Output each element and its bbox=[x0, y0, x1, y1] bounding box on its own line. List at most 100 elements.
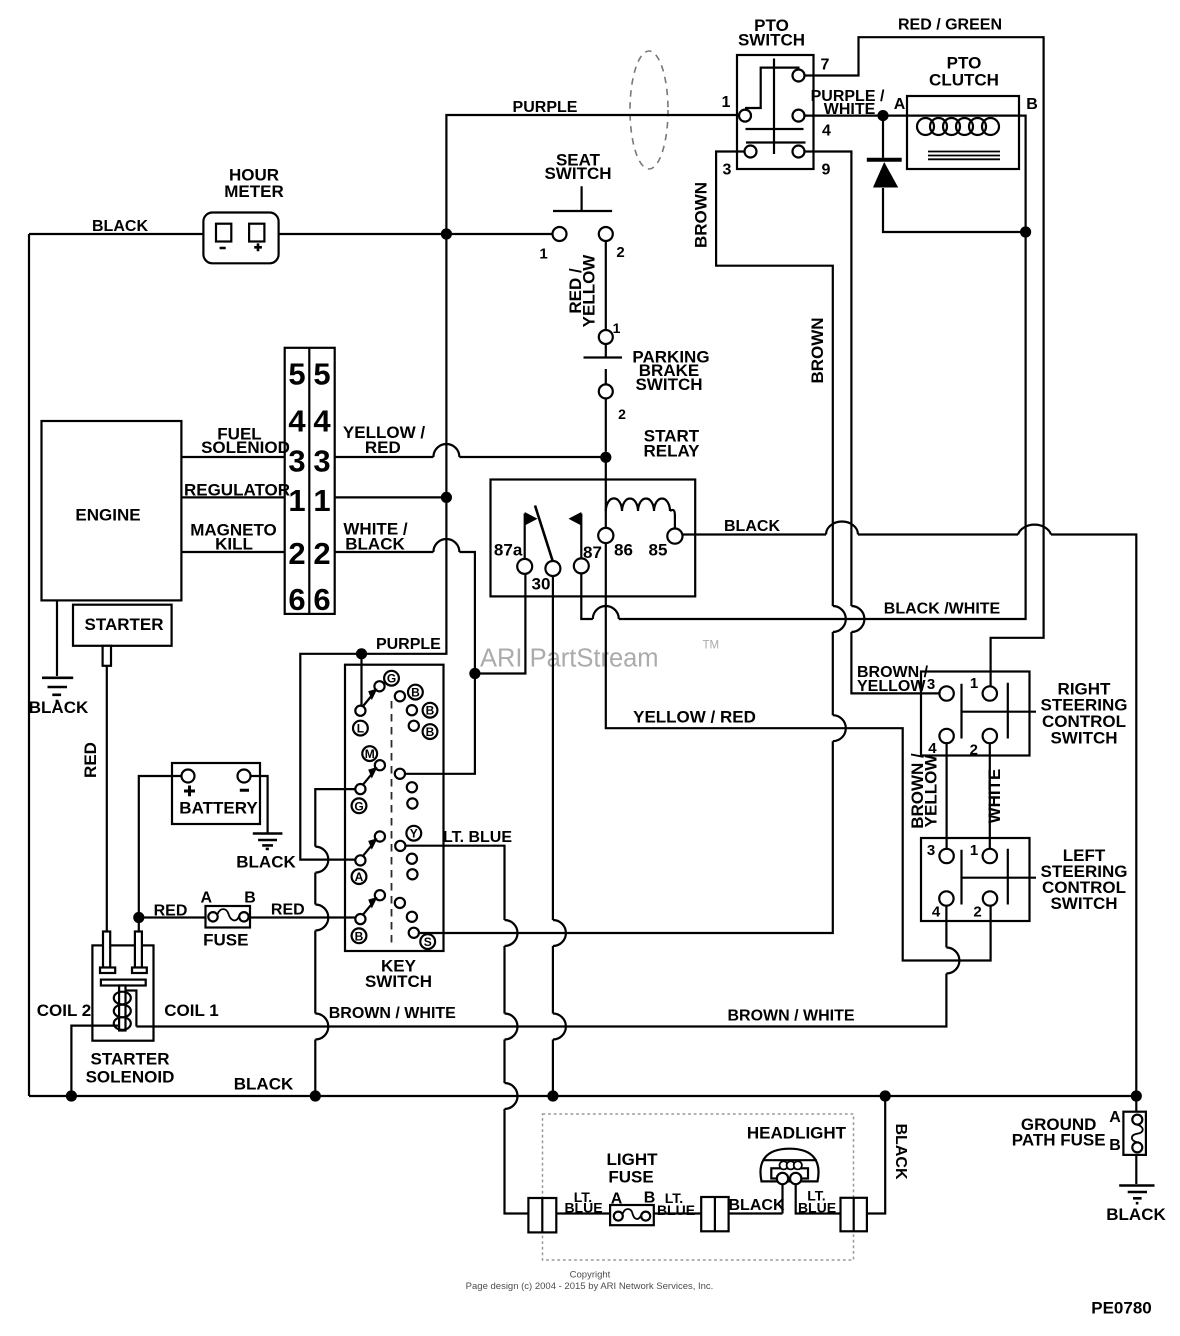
svg-text:2: 2 bbox=[616, 244, 624, 261]
svg-text:STEERING: STEERING bbox=[1041, 696, 1128, 715]
svg-text:YELLOW: YELLOW bbox=[922, 754, 941, 828]
svg-text:BLUE: BLUE bbox=[564, 1200, 602, 1216]
svg-text:SWITCH: SWITCH bbox=[1050, 729, 1117, 748]
svg-text:RED: RED bbox=[365, 438, 401, 457]
svg-text:KILL: KILL bbox=[215, 535, 253, 554]
svg-text:RED /: RED / bbox=[566, 268, 585, 314]
svg-text:PURPLE: PURPLE bbox=[376, 636, 441, 653]
svg-text:ARI PartStream: ARI PartStream bbox=[480, 645, 659, 673]
svg-text:4: 4 bbox=[288, 404, 306, 439]
svg-text:LIGHT: LIGHT bbox=[607, 1150, 659, 1169]
svg-text:YELLOW / RED: YELLOW / RED bbox=[633, 708, 756, 727]
svg-text:BLACK: BLACK bbox=[234, 1075, 294, 1094]
svg-text:2: 2 bbox=[618, 406, 626, 422]
svg-text:G: G bbox=[387, 672, 396, 686]
svg-text:5: 5 bbox=[288, 357, 305, 392]
svg-text:LT.: LT. bbox=[574, 1189, 592, 1205]
svg-text:WHITE /: WHITE / bbox=[343, 520, 407, 539]
svg-text:START: START bbox=[644, 427, 700, 446]
svg-text:PURPLE: PURPLE bbox=[513, 99, 578, 116]
svg-text:2: 2 bbox=[313, 536, 330, 571]
svg-text:30: 30 bbox=[532, 575, 551, 594]
svg-text:FUSE: FUSE bbox=[608, 1168, 653, 1187]
svg-text:YELLOW /: YELLOW / bbox=[343, 423, 425, 442]
svg-text:GROUND: GROUND bbox=[1021, 1115, 1097, 1134]
svg-text:CONTROL: CONTROL bbox=[1042, 878, 1126, 897]
svg-text:COIL 1: COIL 1 bbox=[164, 1001, 218, 1020]
svg-text:SWITCH: SWITCH bbox=[365, 972, 432, 991]
svg-text:1: 1 bbox=[539, 246, 547, 263]
svg-text:B: B bbox=[644, 1190, 656, 1207]
svg-text:3: 3 bbox=[723, 162, 732, 179]
svg-text:BLACK: BLACK bbox=[236, 853, 296, 872]
svg-text:SWITCH: SWITCH bbox=[1050, 894, 1117, 913]
svg-text:SWITCH: SWITCH bbox=[544, 164, 611, 183]
svg-text:87: 87 bbox=[583, 543, 602, 562]
svg-text:MAGNETO: MAGNETO bbox=[190, 521, 277, 540]
svg-text:PARKING: PARKING bbox=[632, 348, 709, 367]
svg-text:REGULATOR: REGULATOR bbox=[184, 481, 290, 500]
svg-text:Page design (c) 2004 - 2015 by: Page design (c) 2004 - 2015 by ARI Netwo… bbox=[466, 1281, 714, 1292]
svg-text:METER: METER bbox=[224, 182, 284, 201]
svg-text:4: 4 bbox=[822, 123, 831, 140]
svg-text:L: L bbox=[357, 722, 364, 736]
svg-text:BLACK: BLACK bbox=[92, 218, 148, 235]
svg-text:87a: 87a bbox=[494, 541, 523, 560]
svg-text:1: 1 bbox=[288, 483, 305, 518]
svg-text:SWITCH: SWITCH bbox=[635, 375, 702, 394]
svg-text:LT. BLUE: LT. BLUE bbox=[443, 829, 512, 846]
svg-text:TM: TM bbox=[703, 640, 720, 652]
svg-text:1: 1 bbox=[613, 320, 621, 336]
svg-text:B: B bbox=[411, 686, 420, 700]
svg-text:WHITE: WHITE bbox=[985, 769, 1004, 824]
svg-text:RED: RED bbox=[271, 902, 305, 919]
svg-text:3: 3 bbox=[288, 444, 305, 479]
svg-text:ENGINE: ENGINE bbox=[75, 506, 140, 525]
svg-text:A: A bbox=[894, 96, 906, 113]
svg-text:B: B bbox=[355, 929, 364, 943]
svg-text:PE0780: PE0780 bbox=[1091, 1299, 1152, 1318]
svg-text:COIL 2: COIL 2 bbox=[37, 1001, 91, 1020]
svg-text:PTO: PTO bbox=[754, 16, 789, 35]
svg-text:6: 6 bbox=[313, 582, 330, 617]
svg-text:FUSE: FUSE bbox=[203, 931, 248, 950]
svg-text:SWITCH: SWITCH bbox=[738, 31, 805, 50]
svg-text:STARTER: STARTER bbox=[84, 615, 163, 634]
svg-text:1: 1 bbox=[970, 842, 978, 859]
svg-text:2: 2 bbox=[970, 742, 978, 759]
svg-text:B: B bbox=[1026, 96, 1038, 113]
svg-text:B: B bbox=[244, 890, 256, 907]
svg-text:86: 86 bbox=[614, 541, 633, 560]
svg-text:6: 6 bbox=[288, 582, 305, 617]
svg-text:BROWN: BROWN bbox=[808, 317, 827, 383]
svg-text:RED: RED bbox=[154, 903, 188, 920]
svg-text:BLACK: BLACK bbox=[345, 535, 405, 554]
svg-text:1: 1 bbox=[722, 94, 731, 111]
svg-text:2: 2 bbox=[288, 536, 305, 571]
svg-text:M: M bbox=[365, 747, 375, 761]
svg-text:4: 4 bbox=[932, 904, 941, 921]
svg-text:Copyright: Copyright bbox=[570, 1270, 611, 1281]
svg-text:B: B bbox=[426, 704, 435, 718]
svg-text:1: 1 bbox=[970, 675, 978, 692]
svg-text:STEERING: STEERING bbox=[1041, 862, 1128, 881]
svg-text:STARTER: STARTER bbox=[90, 1050, 169, 1069]
svg-text:WHITE: WHITE bbox=[824, 101, 876, 118]
svg-text:SEAT: SEAT bbox=[556, 151, 601, 170]
svg-text:BATTERY: BATTERY bbox=[179, 799, 258, 818]
svg-text:B: B bbox=[1109, 1137, 1121, 1154]
svg-text:1: 1 bbox=[313, 483, 330, 518]
svg-text:BROWN /: BROWN / bbox=[908, 753, 927, 829]
svg-text:3: 3 bbox=[927, 842, 935, 859]
svg-text:BLACK: BLACK bbox=[724, 518, 780, 535]
svg-text:BROWN /: BROWN / bbox=[857, 664, 929, 681]
svg-text:PTO: PTO bbox=[947, 54, 982, 73]
svg-text:SOLENOID: SOLENOID bbox=[86, 1068, 175, 1087]
svg-text:BROWN: BROWN bbox=[692, 182, 711, 248]
svg-text:7: 7 bbox=[821, 57, 830, 74]
svg-text:BLUE: BLUE bbox=[657, 1202, 695, 1218]
svg-text:BLACK: BLACK bbox=[29, 698, 89, 717]
svg-text:PURPLE /: PURPLE / bbox=[811, 88, 885, 105]
svg-text:BROWN / WHITE: BROWN / WHITE bbox=[329, 1005, 456, 1022]
svg-text:HEADLIGHT: HEADLIGHT bbox=[747, 1124, 847, 1143]
